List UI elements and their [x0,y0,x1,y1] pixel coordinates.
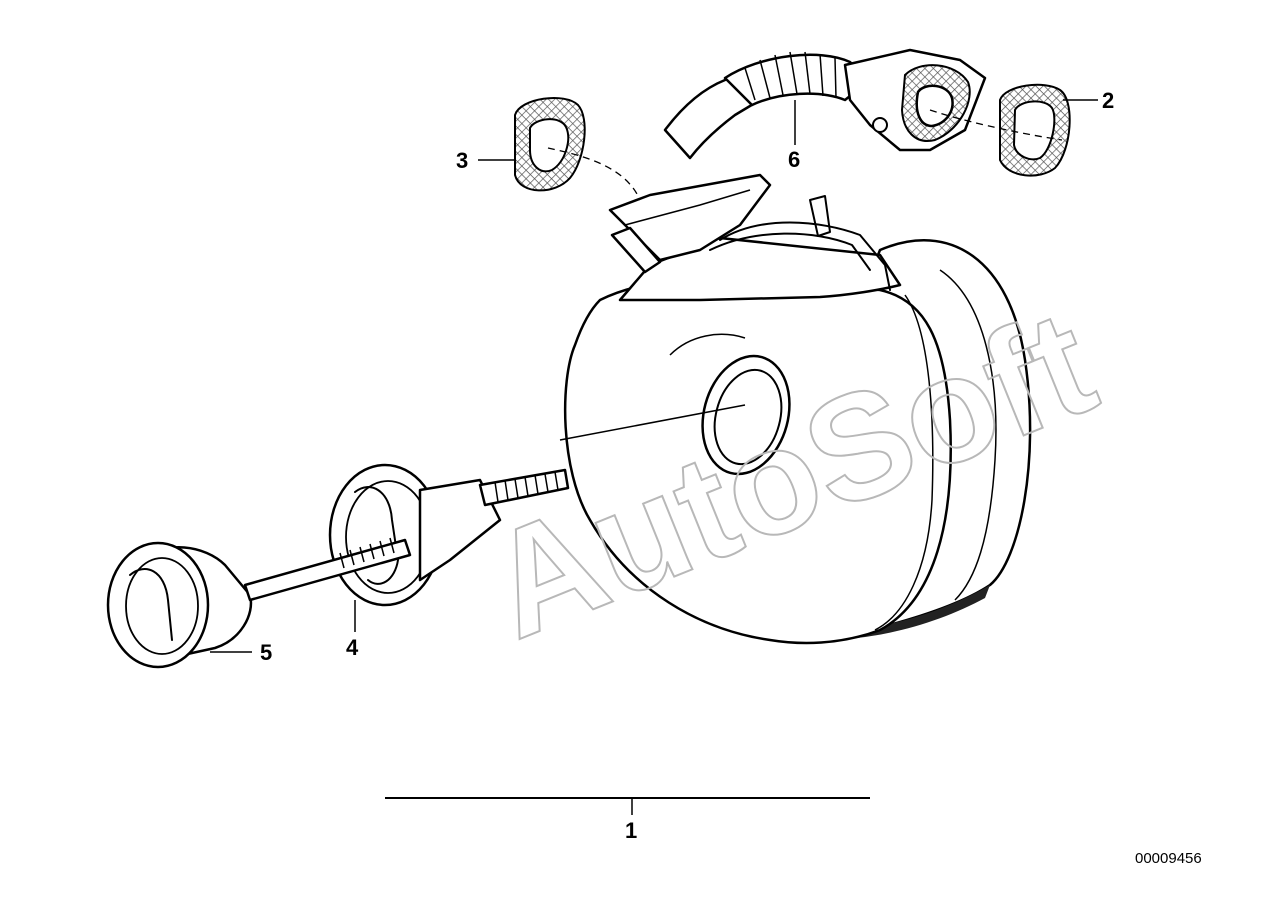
callout-3: 3 [456,148,468,173]
callout-1: 1 [625,818,637,843]
document-number: 00009456 [1135,850,1202,867]
callout-4: 4 [346,635,359,660]
filler-clip [608,173,772,274]
gasket-part-2 [999,83,1071,177]
callout-leaders [210,99,1098,815]
callout-5: 5 [260,640,272,665]
callout-6: 6 [788,147,800,172]
thread-lines-long [339,537,395,569]
gasket-part-3 [514,97,586,192]
tank-assembly [563,195,1032,645]
cone-bolt-part-5 [106,537,412,669]
hose-part-6 [663,48,987,160]
wing-bolt-part-4 [328,463,570,607]
assembly-guides [547,109,1063,441]
thread-lines [494,471,559,503]
callout-2: 2 [1102,88,1114,113]
